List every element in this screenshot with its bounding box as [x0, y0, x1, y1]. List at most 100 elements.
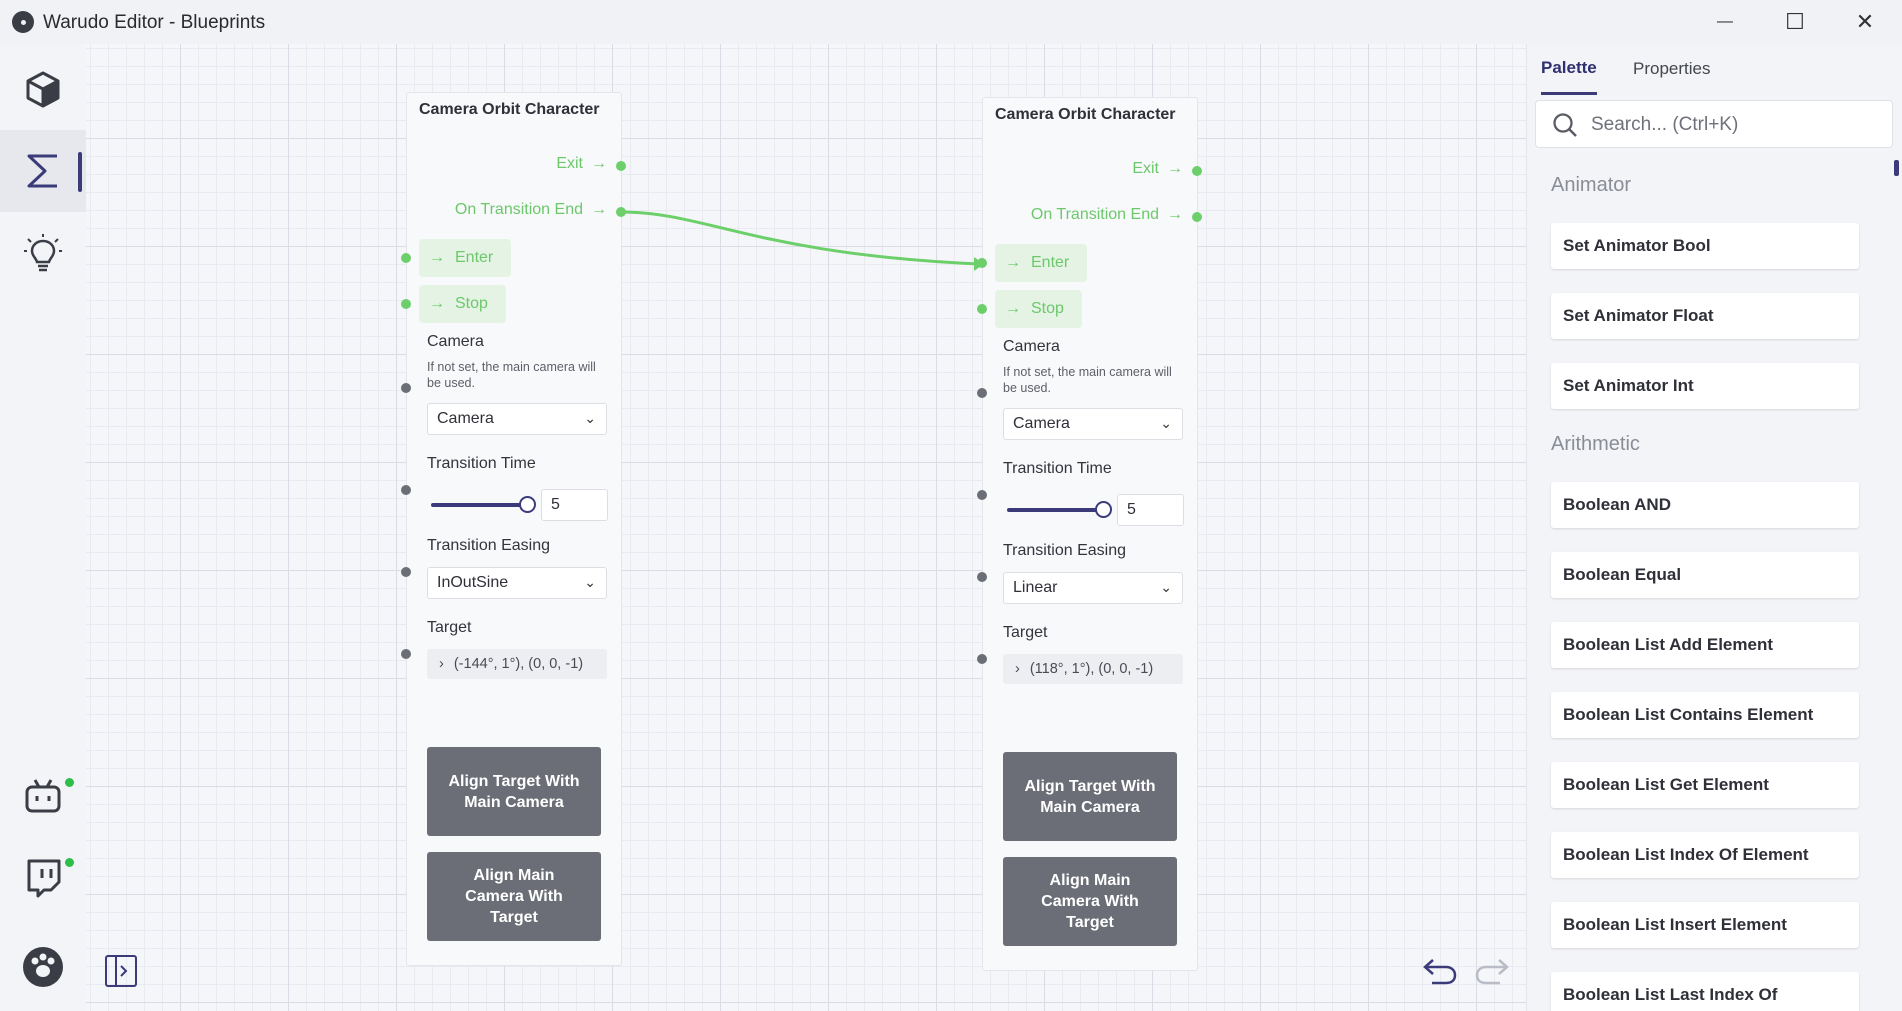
search-box[interactable]	[1535, 100, 1893, 148]
input-port-enter[interactable]	[401, 253, 411, 263]
chevron-down-icon: ⌄	[584, 410, 596, 426]
align-camera-button[interactable]: Align Main Camera With Target	[427, 852, 601, 941]
output-port-on-transition-end[interactable]	[1192, 212, 1202, 222]
camera-label: Camera	[427, 333, 484, 350]
maximize-button[interactable]: ☐	[1768, 0, 1822, 44]
input-port-transition-easing[interactable]	[401, 567, 411, 577]
palette-item[interactable]: Boolean List Get Element	[1551, 762, 1859, 808]
input-port-enter[interactable]	[977, 258, 987, 268]
palette-item[interactable]: Boolean List Add Element	[1551, 622, 1859, 668]
undo-button[interactable]	[1422, 956, 1458, 988]
input-port-target[interactable]	[977, 654, 987, 664]
align-target-button[interactable]: Align Target With Main Camera	[1003, 752, 1177, 841]
transition-easing-select[interactable]: Linear ⌄	[1003, 572, 1183, 604]
sidebar-item-twitch[interactable]	[0, 838, 86, 920]
transition-time-input[interactable]: 5	[541, 489, 608, 521]
target-label: Target	[1003, 624, 1048, 641]
arrow-right-icon: →	[1005, 254, 1021, 271]
slider-thumb[interactable]	[1095, 501, 1112, 518]
twitch-status-dot	[65, 858, 74, 867]
app-logo-icon	[12, 11, 34, 33]
sidebar-item-blueprints[interactable]	[0, 130, 86, 212]
select-value: Camera	[1013, 415, 1070, 432]
output-on-transition-end[interactable]: On Transition End→	[455, 201, 607, 219]
node-camera-orbit-character[interactable]: Camera Orbit Character Exit→ On Transiti…	[977, 97, 1202, 971]
input-port-stop[interactable]	[401, 299, 411, 309]
sidebar-item-scene[interactable]	[0, 48, 86, 130]
input-port-camera[interactable]	[977, 388, 987, 398]
transition-time-slider[interactable]	[431, 503, 527, 507]
arrow-right-icon: →	[429, 249, 445, 266]
input-stop[interactable]: →Stop	[995, 290, 1082, 328]
bot-icon	[25, 779, 61, 813]
blueprint-canvas[interactable]: Camera Orbit Character Exit→ On Transiti…	[86, 44, 1526, 1011]
input-port-transition-easing[interactable]	[977, 572, 987, 582]
camera-select[interactable]: Camera ⌄	[1003, 408, 1183, 440]
target-field[interactable]: ›(118°, 1°), (0, 0, -1)	[1003, 654, 1183, 684]
input-port-target[interactable]	[401, 649, 411, 659]
transition-time-label: Transition Time	[1003, 460, 1112, 477]
bot-status-dot	[65, 778, 74, 787]
palette-item[interactable]: Boolean List Index Of Element	[1551, 832, 1859, 878]
lightbulb-icon	[24, 234, 62, 272]
arrow-right-icon: →	[1167, 160, 1183, 177]
input-label: Enter	[1031, 254, 1070, 271]
palette-item[interactable]: Boolean Equal	[1551, 552, 1859, 598]
input-enter[interactable]: →Enter	[419, 239, 512, 277]
node-camera-orbit-character[interactable]: Camera Orbit Character Exit→ On Transiti…	[401, 92, 626, 966]
scrollbar-thumb[interactable]	[1894, 160, 1899, 176]
palette-item[interactable]: Set Animator Int	[1551, 363, 1859, 409]
input-port-transition-time[interactable]	[977, 490, 987, 500]
maximize-icon: ☐	[1785, 9, 1805, 34]
output-port-on-transition-end[interactable]	[616, 207, 626, 217]
palette-item[interactable]: Boolean List Contains Element	[1551, 692, 1859, 738]
output-label: Exit	[556, 155, 583, 172]
close-button[interactable]: ✕	[1838, 0, 1892, 44]
title-bar: Warudo Editor - Blueprints — ☐ ✕	[0, 0, 1902, 44]
palette-item[interactable]: Boolean List Insert Element	[1551, 902, 1859, 948]
chevron-right-icon: ›	[439, 656, 444, 672]
palette-item[interactable]: Set Animator Float	[1551, 293, 1859, 339]
palette-item[interactable]: Set Animator Bool	[1551, 223, 1859, 269]
input-port-stop[interactable]	[977, 304, 987, 314]
select-value: InOutSine	[437, 574, 509, 591]
transition-easing-select[interactable]: InOutSine ⌄	[427, 567, 607, 599]
select-value: Camera	[437, 410, 494, 427]
transition-easing-label: Transition Easing	[427, 537, 551, 554]
palette-item[interactable]: Boolean List Last Index Of	[1551, 972, 1859, 1011]
align-camera-button[interactable]: Align Main Camera With Target	[1003, 857, 1177, 946]
sidebar-item-bot[interactable]	[0, 756, 86, 838]
output-port-exit[interactable]	[1192, 166, 1202, 176]
input-stop[interactable]: →Stop	[419, 285, 506, 323]
redo-button[interactable]	[1474, 956, 1510, 988]
input-port-camera[interactable]	[401, 383, 411, 393]
output-on-transition-end[interactable]: On Transition End→	[1031, 206, 1183, 224]
slider-thumb[interactable]	[519, 496, 536, 513]
transition-time-slider[interactable]	[1007, 508, 1103, 512]
sidebar-item-settings[interactable]	[0, 926, 86, 1008]
tab-palette[interactable]: Palette	[1541, 44, 1597, 95]
redo-icon	[1475, 959, 1509, 985]
target-value: (-144°, 1°), (0, 0, -1)	[453, 656, 584, 672]
arrow-right-icon: →	[1005, 300, 1021, 317]
search-input[interactable]	[1589, 111, 1883, 139]
align-target-button[interactable]: Align Target With Main Camera	[427, 747, 601, 836]
camera-select[interactable]: Camera ⌄	[427, 403, 607, 435]
output-exit[interactable]: Exit→	[556, 155, 607, 173]
sidebar-item-ideas[interactable]	[0, 212, 86, 294]
output-port-exit[interactable]	[616, 161, 626, 171]
toggle-panel-button[interactable]	[104, 954, 138, 988]
input-enter[interactable]: → Enter	[995, 244, 1088, 282]
palette-item[interactable]: Boolean AND	[1551, 482, 1859, 528]
arrow-right-icon: →	[1167, 206, 1183, 223]
target-field[interactable]: › (-144°, 1°), (0, 0, -1)	[427, 649, 607, 679]
chevron-down-icon: ⌄	[584, 574, 596, 590]
output-exit[interactable]: Exit→	[1132, 160, 1183, 178]
tab-properties[interactable]: Properties	[1633, 59, 1711, 78]
transition-time-input[interactable]: 5	[1117, 494, 1184, 526]
input-port-transition-time[interactable]	[401, 485, 411, 495]
minimize-button[interactable]: —	[1698, 0, 1752, 44]
node-title: Camera Orbit Character	[995, 106, 1176, 123]
paw-settings-icon	[23, 947, 63, 987]
chevron-down-icon: ⌄	[1160, 579, 1172, 595]
